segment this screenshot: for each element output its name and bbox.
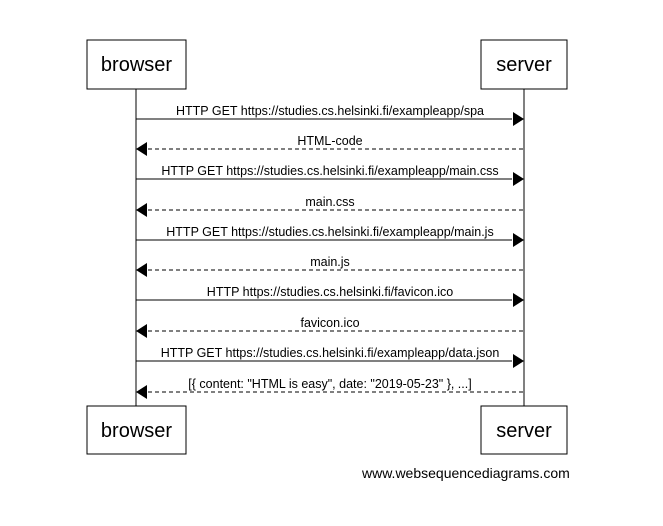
message-5-label: HTTP GET https://studies.cs.helsinki.fi/… bbox=[166, 225, 493, 239]
message-3-label: HTTP GET https://studies.cs.helsinki.fi/… bbox=[161, 164, 498, 178]
server-label-top: server bbox=[496, 54, 552, 76]
message-1: HTTP GET https://studies.cs.helsinki.fi/… bbox=[136, 104, 524, 126]
browser-box-top: browser bbox=[86, 39, 187, 90]
server-box-bottom: server bbox=[480, 405, 568, 455]
message-4-label: main.css bbox=[305, 195, 354, 209]
message-7: HTTP https://studies.cs.helsinki.fi/favi… bbox=[136, 285, 524, 307]
server-label-bottom: server bbox=[496, 420, 552, 442]
message-8: favicon.ico bbox=[136, 316, 524, 338]
watermark-text: www.websequencediagrams.com bbox=[362, 465, 570, 481]
message-8-label: favicon.ico bbox=[300, 316, 359, 330]
message-9: HTTP GET https://studies.cs.helsinki.fi/… bbox=[136, 346, 524, 368]
message-4: main.css bbox=[136, 195, 524, 217]
message-1-label: HTTP GET https://studies.cs.helsinki.fi/… bbox=[176, 104, 484, 118]
browser-label-bottom: browser bbox=[101, 420, 172, 442]
message-10: [{ content: "HTML is easy", date: "2019-… bbox=[136, 377, 524, 399]
browser-box-bottom: browser bbox=[86, 405, 187, 455]
message-6-label: main.js bbox=[310, 255, 350, 269]
browser-label-top: browser bbox=[101, 54, 172, 76]
message-7-label: HTTP https://studies.cs.helsinki.fi/favi… bbox=[207, 285, 453, 299]
message-10-label: [{ content: "HTML is easy", date: "2019-… bbox=[188, 377, 471, 391]
message-3: HTTP GET https://studies.cs.helsinki.fi/… bbox=[136, 164, 524, 186]
message-9-label: HTTP GET https://studies.cs.helsinki.fi/… bbox=[161, 346, 500, 360]
message-6: main.js bbox=[136, 255, 524, 277]
message-2: HTML-code bbox=[136, 134, 524, 156]
message-5: HTTP GET https://studies.cs.helsinki.fi/… bbox=[136, 225, 524, 247]
server-box-top: server bbox=[480, 39, 568, 90]
message-2-label: HTML-code bbox=[297, 134, 362, 148]
